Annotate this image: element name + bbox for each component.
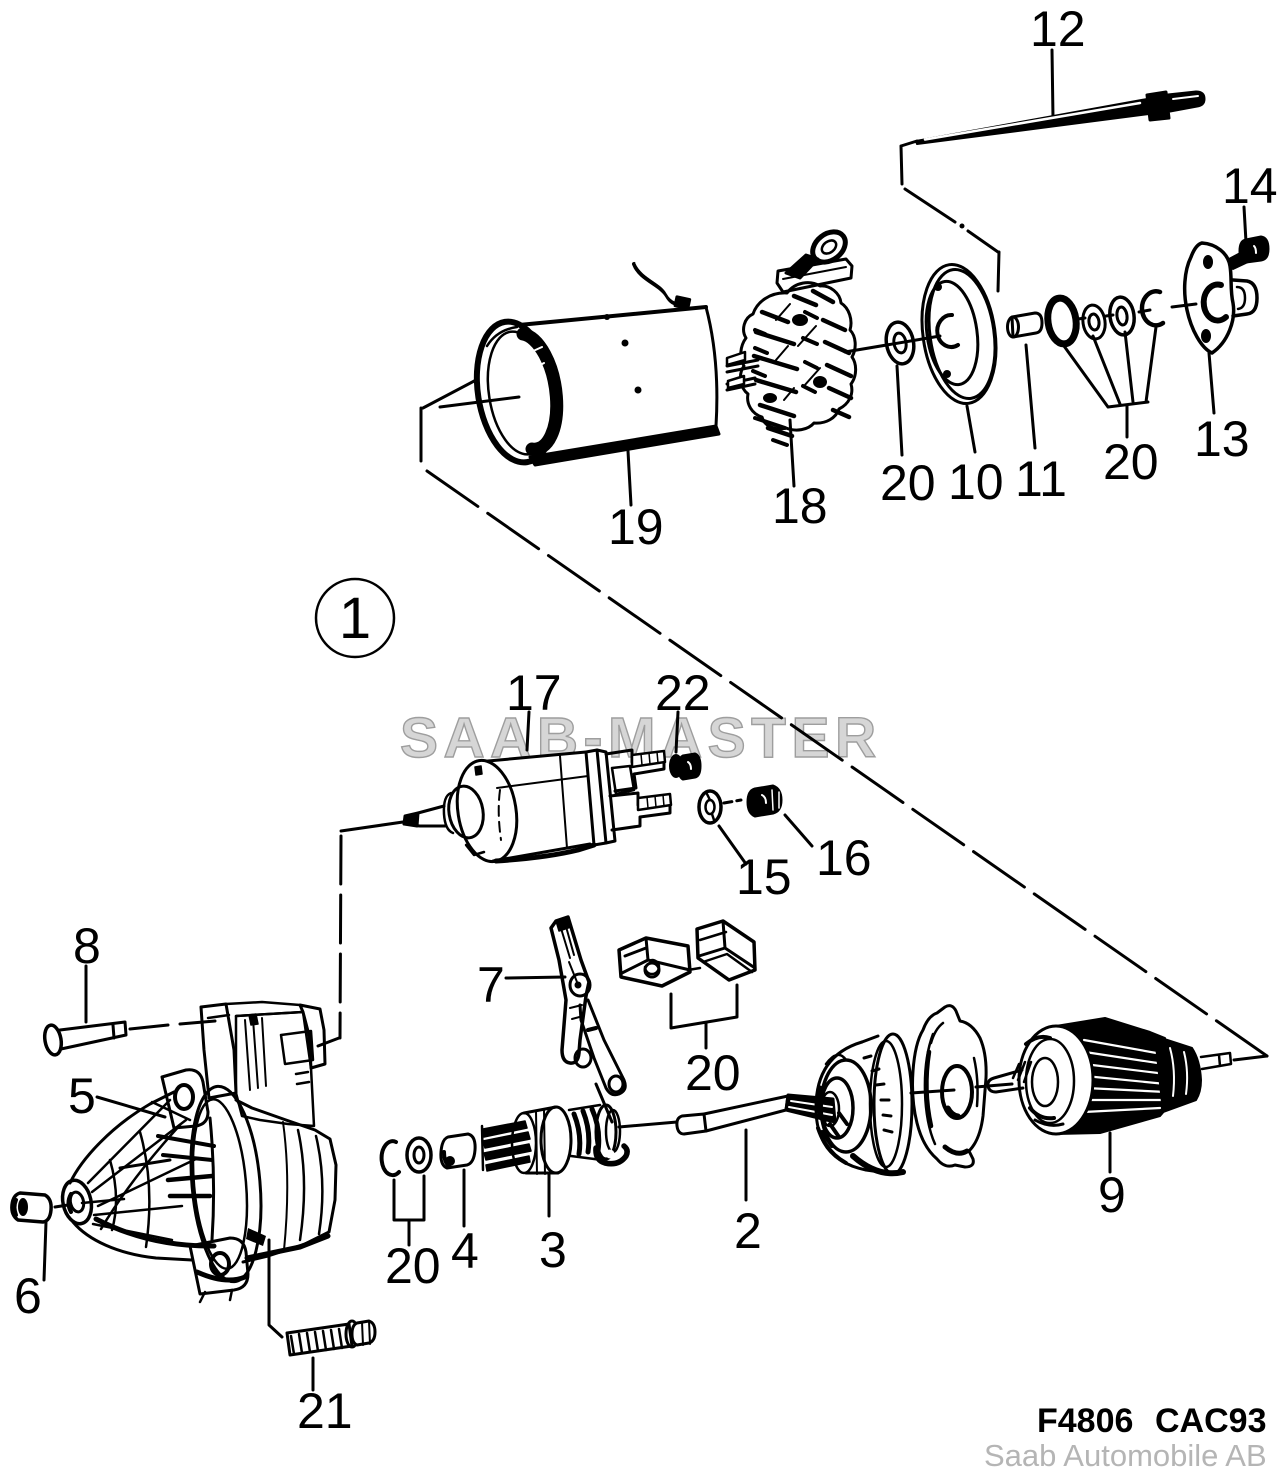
svg-text:2: 2 <box>734 1203 762 1259</box>
svg-text:3: 3 <box>539 1222 567 1278</box>
svg-text:Saab Automobile AB: Saab Automobile AB <box>984 1438 1267 1473</box>
svg-text:14: 14 <box>1222 158 1278 214</box>
svg-text:12: 12 <box>1030 1 1086 57</box>
svg-text:18: 18 <box>772 478 828 534</box>
svg-text:9: 9 <box>1098 1167 1126 1223</box>
svg-text:8: 8 <box>73 918 101 974</box>
svg-text:7: 7 <box>477 957 505 1013</box>
svg-text:15: 15 <box>736 849 792 905</box>
svg-text:CAC93: CAC93 <box>1155 1402 1266 1440</box>
svg-text:5: 5 <box>68 1068 96 1124</box>
svg-text:11: 11 <box>1015 451 1067 507</box>
svg-text:21: 21 <box>297 1383 353 1439</box>
svg-text:20: 20 <box>385 1238 441 1294</box>
svg-text:22: 22 <box>655 665 711 721</box>
svg-text:19: 19 <box>608 499 664 555</box>
svg-text:20: 20 <box>1103 434 1159 490</box>
svg-text:20: 20 <box>685 1045 741 1101</box>
svg-text:1: 1 <box>339 586 371 651</box>
svg-text:4: 4 <box>451 1223 479 1279</box>
svg-text:16: 16 <box>816 830 872 886</box>
svg-text:6: 6 <box>14 1268 42 1324</box>
svg-text:17: 17 <box>506 665 562 721</box>
svg-text:10: 10 <box>948 454 1004 510</box>
svg-text:20: 20 <box>880 455 936 511</box>
svg-text:F4806: F4806 <box>1037 1402 1133 1440</box>
svg-text:13: 13 <box>1194 411 1250 467</box>
